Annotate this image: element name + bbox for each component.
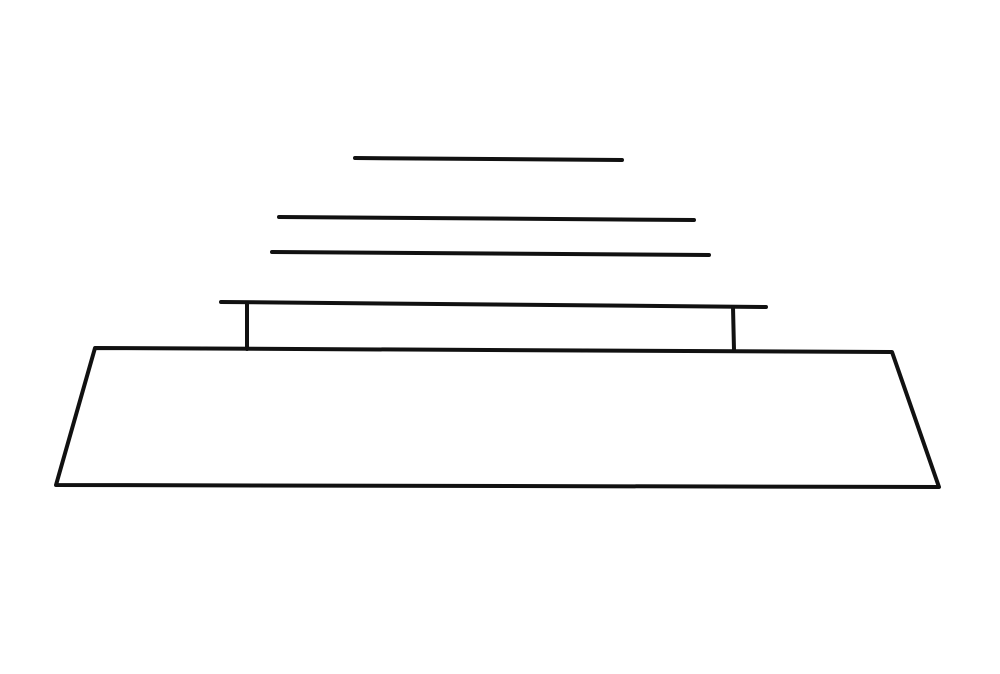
- upper-tier-right-post: [731, 305, 736, 352]
- upper-tier: [219, 300, 768, 352]
- upper-tier-top: [219, 300, 768, 309]
- text-lines: [270, 156, 711, 257]
- text-line-3: [270, 250, 711, 257]
- base-trapezoid: [54, 346, 941, 489]
- text-line-2: [277, 215, 696, 222]
- text-line-1: [353, 156, 624, 162]
- base-outline: [54, 346, 941, 489]
